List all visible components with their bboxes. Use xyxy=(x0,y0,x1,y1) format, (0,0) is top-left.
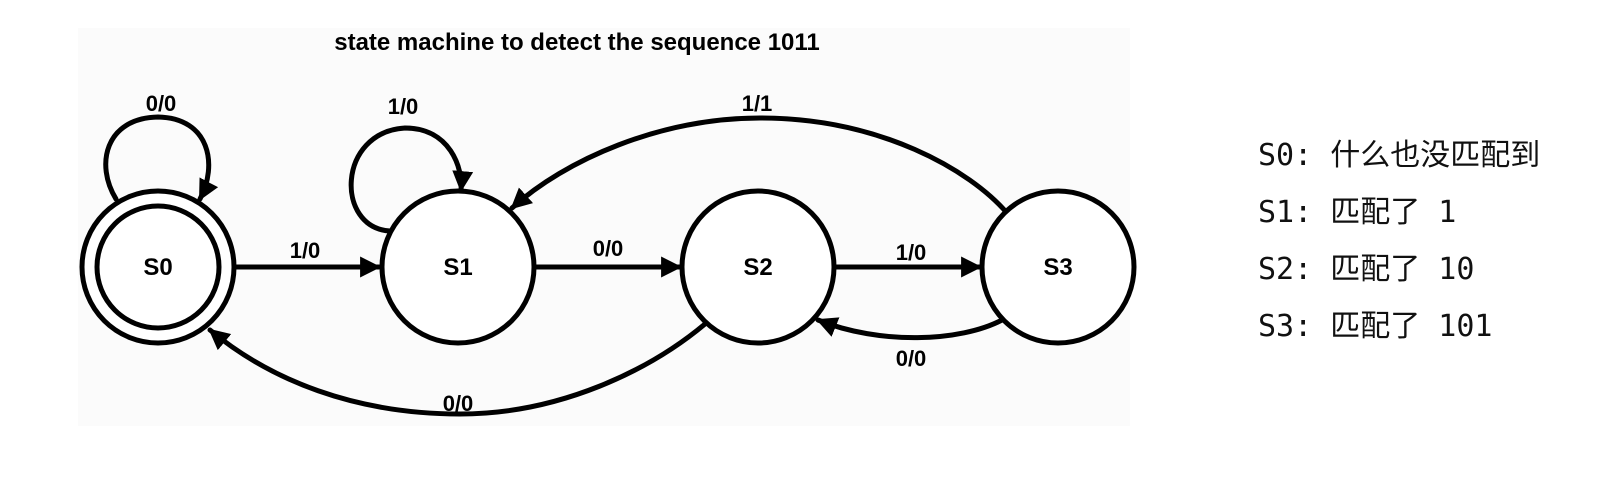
legend-item-s0: S0: 什么也没匹配到 xyxy=(1258,138,1541,173)
edge-label-s0-s0: 0/0 xyxy=(146,91,177,116)
edge-label-s2-s0: 0/0 xyxy=(443,391,474,416)
legend-item-s2: S2: 匹配了 10 xyxy=(1258,252,1475,287)
legend-item-s3: S3: 匹配了 101 xyxy=(1258,309,1493,344)
edge-label-s3-s2: 0/0 xyxy=(896,346,927,371)
state-label-s0: S0 xyxy=(143,254,172,281)
state-label-s1: S1 xyxy=(443,254,472,281)
edge-label-s3-s1: 1/1 xyxy=(742,91,773,116)
edge-s3-s2 xyxy=(815,317,1005,341)
state-label-s2: S2 xyxy=(743,254,772,281)
edge-s1-s1 xyxy=(348,125,474,234)
edge-label-s2-s3: 1/0 xyxy=(896,240,927,265)
edge-s3-s1 xyxy=(509,115,1010,216)
edge-label-s1-s2: 0/0 xyxy=(593,236,624,261)
edge-label-s1-s1: 1/0 xyxy=(388,94,419,119)
state-s3 xyxy=(979,188,1137,346)
state-legend: S0: 什么也没匹配到 S1: 匹配了 1 S2: 匹配了 10 S3: 匹配了… xyxy=(1258,136,1598,364)
edge-s0-s0 xyxy=(103,114,219,202)
legend-item-s1: S1: 匹配了 1 xyxy=(1258,195,1457,230)
state-s2 xyxy=(679,188,837,346)
edge-label-s0-s1: 1/0 xyxy=(290,238,321,263)
edge-s2-s0 xyxy=(207,321,708,417)
state-label-s3: S3 xyxy=(1043,254,1072,281)
diagram-title: state machine to detect the sequence 101… xyxy=(334,29,820,56)
state-s0 xyxy=(94,203,222,331)
state-s1 xyxy=(379,188,537,346)
